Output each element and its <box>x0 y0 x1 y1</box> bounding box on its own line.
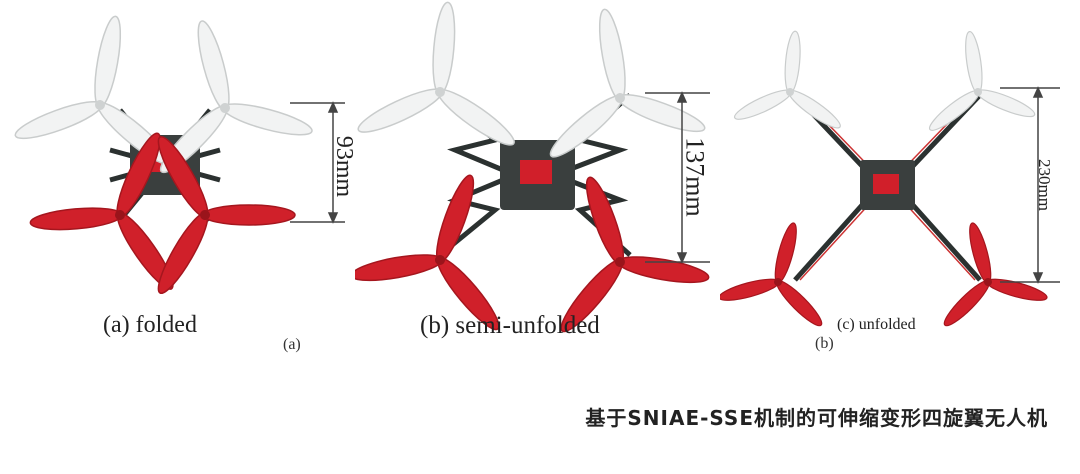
panel-unfolded: 230mm (c) unfolded (b) <box>720 0 1080 370</box>
footer-title: 基于SNIAE-SSE机制的可伸缩变形四旋翼无人机 <box>585 406 1048 430</box>
semi-unfolded-drone-image <box>355 0 718 342</box>
folded-drone-image <box>8 0 345 304</box>
panel-caption: (a) folded <box>103 312 197 338</box>
panel-caption: (b) semi-unfolded <box>420 312 600 339</box>
unfolded-drone-image <box>720 23 1060 333</box>
dimension-label: 230mm <box>1034 159 1054 211</box>
panel-semi-unfolded: 137mm (b) semi-unfolded <box>355 0 725 370</box>
panel-caption: (c) unfolded <box>837 316 916 333</box>
dimension-label: 137mm <box>680 137 710 217</box>
ghost-label: (a) <box>283 336 301 353</box>
ghost-label: (b) <box>815 335 834 352</box>
panel-folded: 93mm (a) folded (a) <box>0 0 370 370</box>
dimension-label: 93mm <box>331 135 358 198</box>
